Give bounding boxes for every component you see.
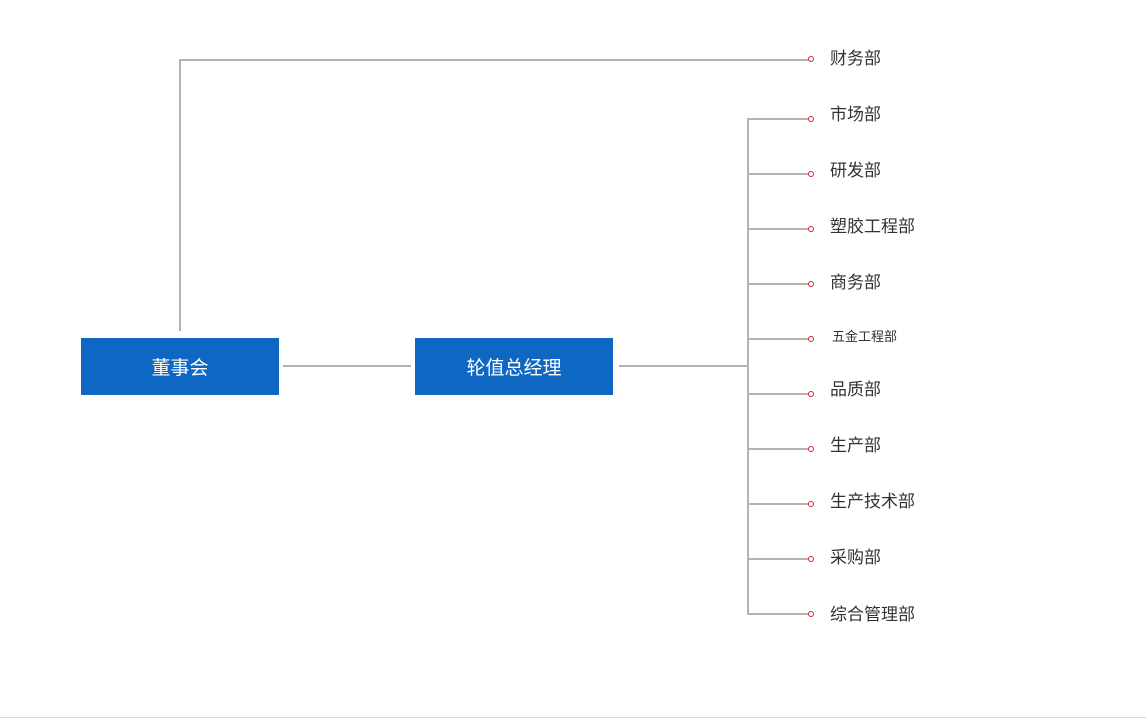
dept-rnd-label[interactable]: 研发部 bbox=[830, 161, 881, 181]
board-label: 董事会 bbox=[151, 357, 209, 379]
dept-business-label[interactable]: 商务部 bbox=[830, 273, 881, 293]
branch-connector bbox=[747, 173, 810, 175]
dept-purchasing-label[interactable]: 采购部 bbox=[830, 548, 881, 568]
dept-general-admin-label[interactable]: 综合管理部 bbox=[830, 605, 915, 625]
bullet-dot-purchasing bbox=[808, 556, 814, 562]
dept-production-label[interactable]: 生产部 bbox=[830, 436, 881, 456]
branch-connector bbox=[747, 338, 810, 340]
branch-connector bbox=[747, 118, 810, 120]
bullet-dot-marketing bbox=[808, 116, 814, 122]
bottom-divider bbox=[0, 717, 1146, 718]
manager-box[interactable]: 轮值总经理 bbox=[415, 338, 613, 395]
bullet-dot-general-admin bbox=[808, 611, 814, 617]
branch-connector bbox=[747, 448, 810, 450]
bullet-dot-production bbox=[808, 446, 814, 452]
dept-marketing-label[interactable]: 市场部 bbox=[830, 105, 881, 125]
bullet-dot-production-tech bbox=[808, 501, 814, 507]
department-bus-vertical bbox=[747, 118, 749, 614]
branch-connector bbox=[747, 228, 810, 230]
dept-plastic-engineering-label[interactable]: 塑胶工程部 bbox=[830, 217, 915, 237]
branch-connector bbox=[747, 393, 810, 395]
bullet-dot-hardware-engineering bbox=[808, 336, 814, 342]
bullet-dot-rnd bbox=[808, 171, 814, 177]
branch-connector bbox=[747, 613, 810, 615]
dept-quality-label[interactable]: 品质部 bbox=[830, 380, 881, 400]
bullet-dot-finance bbox=[808, 56, 814, 62]
bullet-dot-plastic-engineering bbox=[808, 226, 814, 232]
dept-hardware-engineering-label[interactable]: 五金工程部 bbox=[832, 330, 898, 345]
manager-label: 轮值总经理 bbox=[466, 357, 562, 379]
branch-connector bbox=[747, 558, 810, 560]
board-manager-connector bbox=[283, 365, 411, 367]
dept-finance-label[interactable]: 财务部 bbox=[830, 49, 881, 69]
bullet-dot-business bbox=[808, 281, 814, 287]
dept-production-tech-label[interactable]: 生产技术部 bbox=[830, 492, 915, 512]
bullet-dot-quality bbox=[808, 391, 814, 397]
manager-bus-connector bbox=[619, 365, 748, 367]
board-finance-horizontal-connector bbox=[179, 59, 810, 61]
branch-connector bbox=[747, 283, 810, 285]
board-finance-vertical-connector bbox=[179, 59, 181, 331]
branch-connector bbox=[747, 503, 810, 505]
board-box[interactable]: 董事会 bbox=[81, 338, 279, 395]
